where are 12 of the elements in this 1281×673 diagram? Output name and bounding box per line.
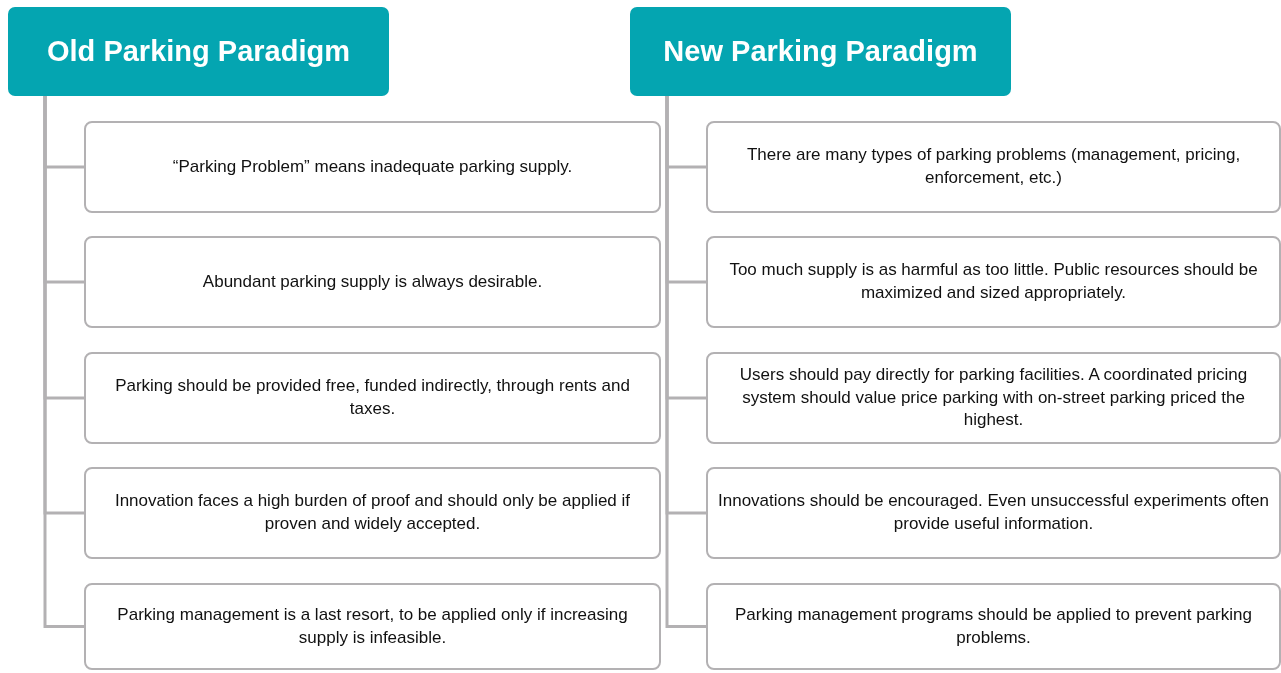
statement-box: Too much supply is as harmful as too little. Public resources should be maximized and sized appropriately. (706, 236, 1281, 328)
statement-box: Parking management programs should be applied to prevent parking problems. (706, 583, 1281, 670)
statement-box: Abundant parking supply is always desirable. (84, 236, 661, 328)
statement-box: Innovation faces a high burden of proof and should only be applied if proven and widely accepted. (84, 467, 661, 559)
header-box: Old Parking Paradigm (8, 7, 389, 96)
statement-box: “Parking Problem” means inadequate parking supply. (84, 121, 661, 213)
statement-box: Parking management is a last resort, to be applied only if increasing supply is infeasible. (84, 583, 661, 670)
statement-box: Innovations should be encouraged. Even unsuccessful experiments often provide useful information. (706, 467, 1281, 559)
statement-box: There are many types of parking problems (management, pricing, enforcement, etc.) (706, 121, 1281, 213)
statement-box: Parking should be provided free, funded indirectly, through rents and taxes. (84, 352, 661, 444)
header-box: New Parking Paradigm (630, 7, 1011, 96)
statement-box: Users should pay directly for parking facilities. A coordinated pricing system should value price parking with on-street parking priced the highest. (706, 352, 1281, 444)
